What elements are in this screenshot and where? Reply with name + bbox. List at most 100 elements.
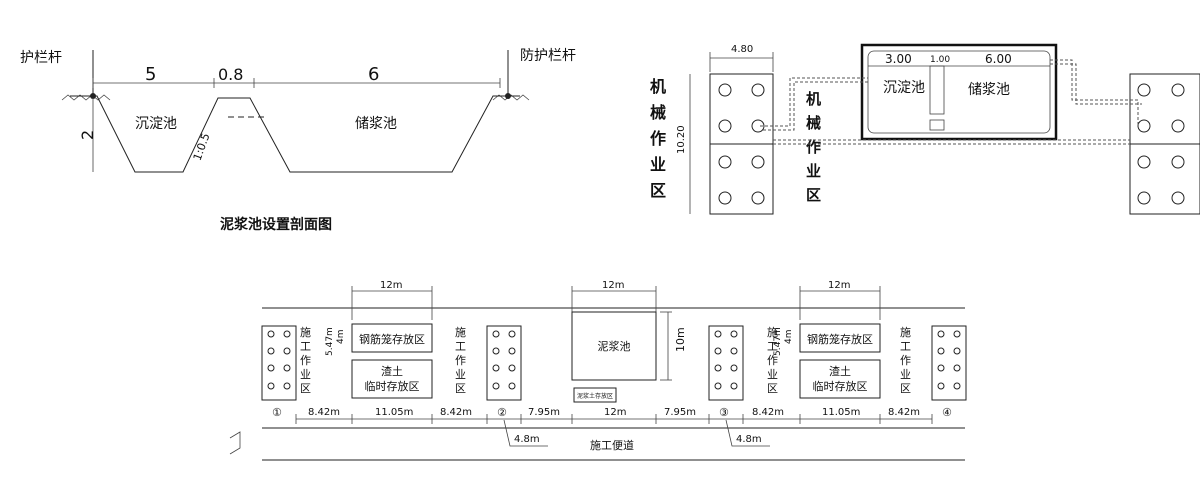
- pile-hole: [937, 330, 945, 338]
- pile-hole: [1137, 83, 1151, 97]
- pile-hole: [492, 347, 500, 355]
- mud-pool-label: 泥浆池: [598, 339, 631, 353]
- pile-group-4: [931, 325, 967, 401]
- construction-road-label: 施工便道: [590, 438, 634, 452]
- mid-zone-char: 机: [806, 90, 821, 108]
- dim-12m: 12m: [828, 280, 850, 291]
- work-zone-3: 施 工 作 业 区: [767, 326, 778, 395]
- break-line: [229, 431, 241, 455]
- dim-5-47m: 5.47m: [773, 327, 783, 356]
- zone-char: 工: [455, 340, 466, 353]
- pile-hole: [267, 347, 275, 355]
- pile-hole: [751, 83, 765, 97]
- pile-cap: [261, 325, 297, 401]
- work-zone-4: 施 工 作 业 区: [900, 326, 911, 395]
- plan-width-dim: 4.80: [731, 44, 753, 55]
- pipe-right-2: [1050, 63, 1142, 105]
- bottom-dim: 8.42m: [440, 407, 472, 418]
- zone-char: 区: [300, 382, 311, 395]
- mid-zone-label: 机 械 作 业 区: [806, 90, 821, 204]
- pile-hole: [714, 382, 722, 390]
- pile-hole: [730, 364, 738, 372]
- zone-char: 施: [767, 326, 778, 339]
- site-layout: 12m 12m 12m: [229, 280, 967, 461]
- pile-hole: [1137, 155, 1151, 169]
- pile-hole: [267, 382, 275, 390]
- pile-hole: [751, 191, 765, 205]
- zone-char: 区: [455, 382, 466, 395]
- pile-hole: [267, 364, 275, 372]
- rebar-area-label: 钢筋笼存放区: [807, 332, 873, 346]
- pile-hole: [730, 330, 738, 338]
- pile-hole: [937, 364, 945, 372]
- bottom-dim: 7.95m: [664, 407, 696, 418]
- plan-settling-pool: 沉淀池: [883, 80, 925, 96]
- plan-pool-outer: [860, 43, 1058, 141]
- pile-hole: [283, 347, 291, 355]
- pool-section-profile: [70, 95, 520, 173]
- pile-hole: [492, 364, 500, 372]
- pile-hole: [714, 347, 722, 355]
- bottom-dim: 11.05m: [822, 407, 860, 418]
- pile-hole: [1171, 191, 1185, 205]
- section-settling-pool: 沉淀池: [135, 116, 177, 132]
- depth-dim: 2: [78, 130, 97, 140]
- dim-5: 5: [145, 64, 156, 85]
- pile-hole: [718, 83, 732, 97]
- pile-group-3: [708, 325, 744, 401]
- mid-zone-char: 械: [806, 114, 821, 132]
- dim-4-8m: 4.8m: [514, 434, 540, 445]
- pile-hole: [1137, 119, 1151, 133]
- bottom-dim: 11.05m: [375, 407, 413, 418]
- slope-label: 1:0.5: [191, 131, 213, 162]
- dim-12m: 12m: [380, 280, 402, 291]
- dim-5-47m: 5.47m: [325, 327, 335, 356]
- pile-hole: [283, 330, 291, 338]
- mid-zone-char: 业: [806, 162, 821, 180]
- pile-hole: [730, 382, 738, 390]
- bottom-dim: 7.95m: [528, 407, 560, 418]
- work-zone-1: 施 工 作 业 区: [300, 326, 311, 395]
- bottom-dim: 8.42m: [752, 407, 784, 418]
- pile-hole: [283, 382, 291, 390]
- bottom-dim: 12m: [604, 407, 626, 418]
- pile-hole: [283, 364, 291, 372]
- zone-char: 区: [900, 382, 911, 395]
- zone-char: 作: [455, 354, 466, 367]
- pile-number-1: ①: [272, 406, 282, 419]
- zone-char: 区: [767, 382, 778, 395]
- zone-char: 业: [900, 368, 911, 381]
- left-zone-label: 机 械 作 业 区: [650, 77, 666, 200]
- pile-number-4: ④: [942, 406, 952, 419]
- pile-hole: [953, 347, 961, 355]
- pile-hole: [508, 330, 516, 338]
- dim-12m: 12m: [602, 280, 624, 291]
- pile-hole: [492, 382, 500, 390]
- left-zone-char: 作: [650, 129, 666, 148]
- dim-4m: 4m: [784, 330, 794, 345]
- soil-area-line2: 临时存放区: [365, 379, 420, 393]
- dim-10m: 10m: [674, 327, 687, 352]
- zone-char: 业: [300, 368, 311, 381]
- rebar-area-label: 钢筋笼存放区: [359, 332, 425, 346]
- plan-storage-pool: 储浆池: [968, 82, 1010, 98]
- zone-char: 作: [767, 354, 778, 367]
- pile-hole: [267, 330, 275, 338]
- pile-hole: [751, 119, 765, 133]
- mid-zone-char: 区: [806, 186, 821, 204]
- pile-cap: [708, 325, 744, 401]
- pile-hole: [714, 330, 722, 338]
- dim-4-8m: 4.8m: [736, 434, 762, 445]
- soil-area-right: [799, 359, 881, 399]
- pile-number-2: ②: [497, 406, 507, 419]
- zone-char: 业: [455, 368, 466, 381]
- soil-area-line2: 临时存放区: [813, 379, 868, 393]
- leader-4-8m: [725, 419, 770, 447]
- pile-hole: [1171, 119, 1185, 133]
- mid-zone-char: 作: [806, 138, 821, 156]
- section-storage-pool: 储浆池: [355, 116, 397, 132]
- bottom-dim: 8.42m: [888, 407, 920, 418]
- pile-hole: [937, 382, 945, 390]
- pile-hole: [1171, 83, 1185, 97]
- pile-hole: [953, 382, 961, 390]
